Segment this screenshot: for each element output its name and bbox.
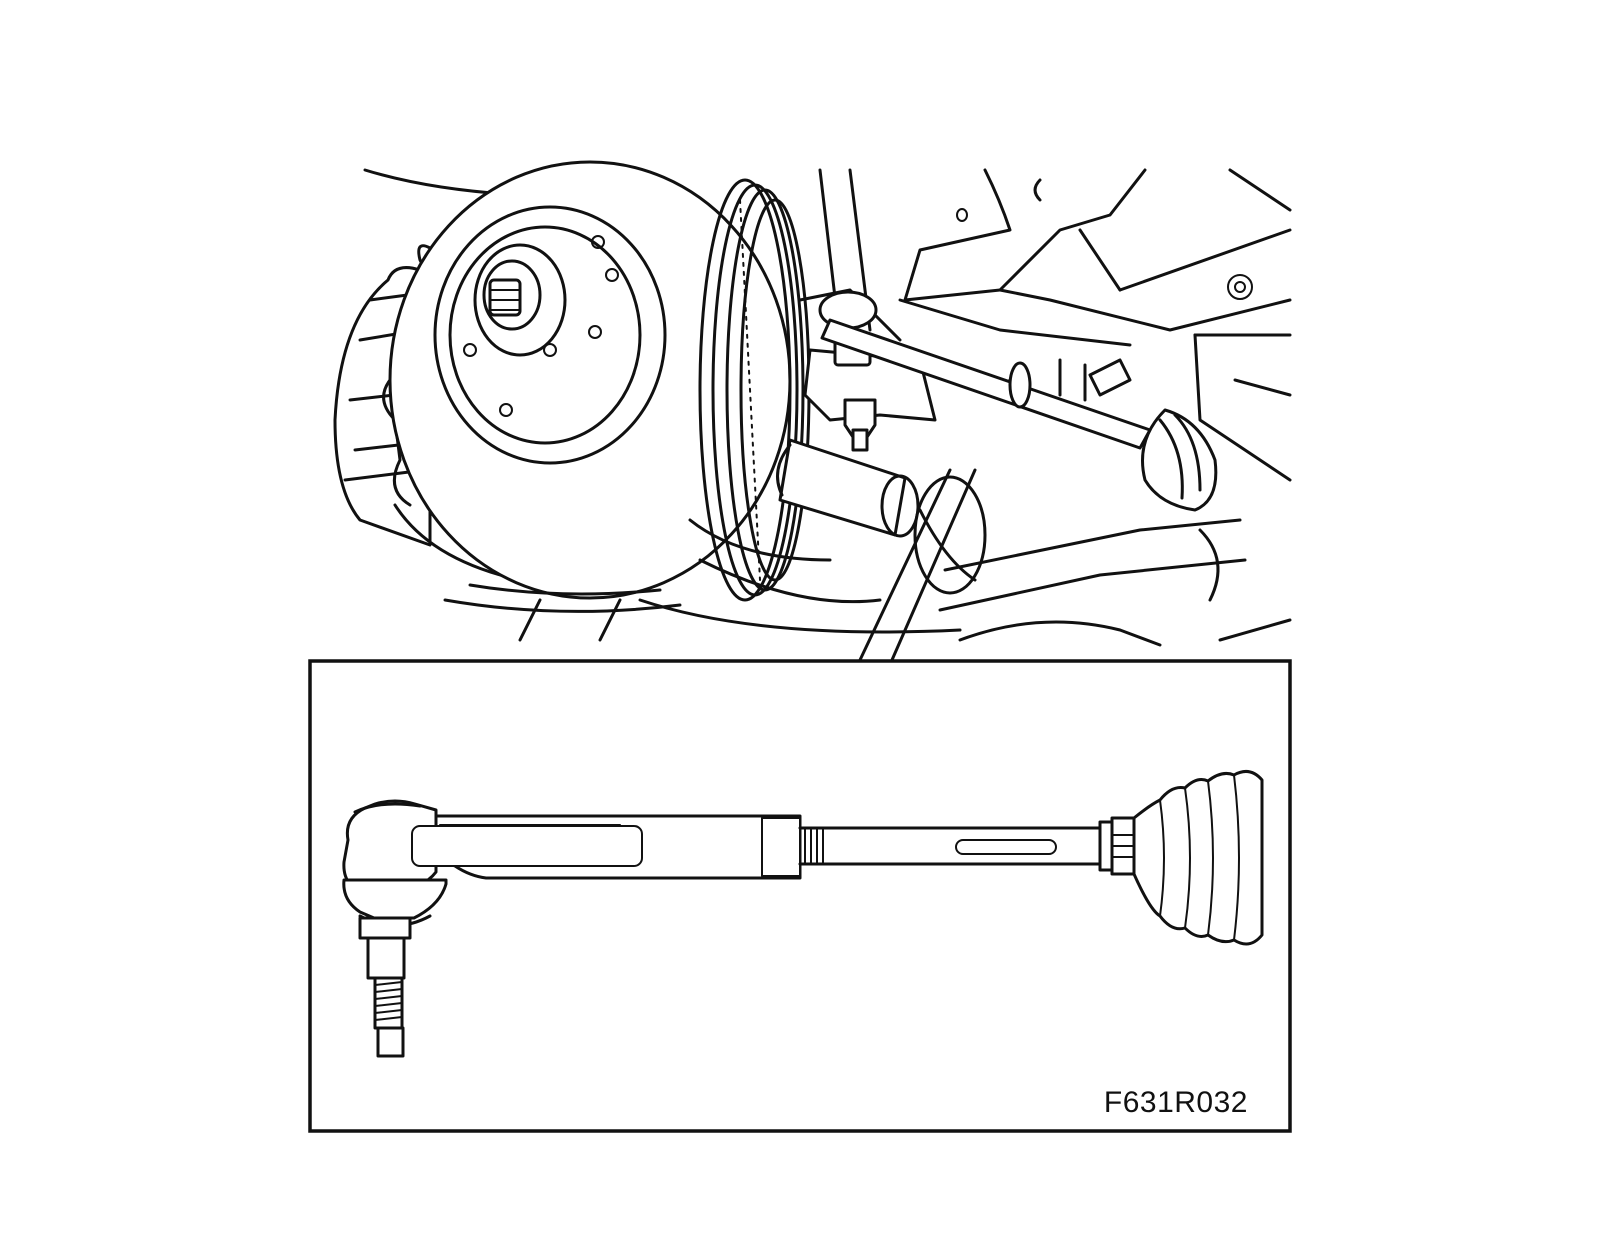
lower-control-arm [518,518,1292,647]
detail-inset [308,659,1292,1133]
tie-rod-end [342,799,448,927]
leader-line-left [858,468,952,662]
figure-code-label: F631R032 [1103,1086,1248,1119]
tie-rod [411,814,1136,880]
steering-knuckle [798,288,937,452]
rubber-boot [1132,769,1264,946]
leader-line-right [890,468,977,662]
tie-rod-in-vehicle [820,318,1218,512]
suspension-overview-illustration [333,160,1292,662]
subframe [363,168,1292,482]
wheel-hub [433,205,667,465]
ball-joint-stud [358,916,412,1058]
